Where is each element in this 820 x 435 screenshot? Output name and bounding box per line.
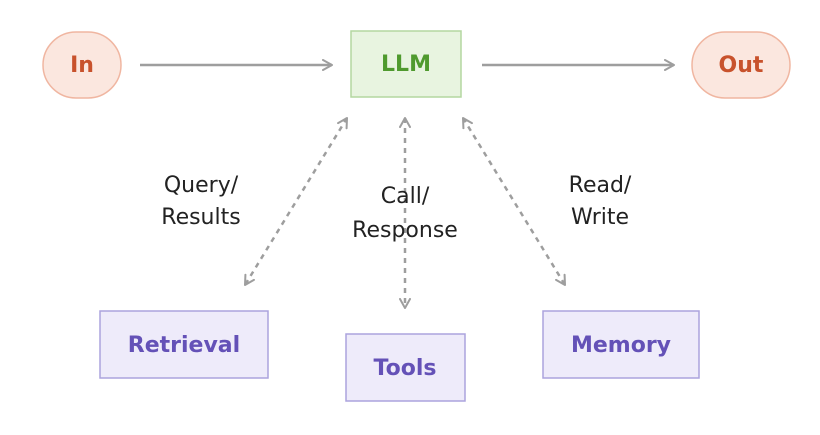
edge-label-tools: Call/ Response [352, 184, 458, 243]
node-memory-shape [542, 310, 700, 379]
node-llm-shape [350, 30, 462, 98]
edge-label-memory: Read/ Write [569, 173, 632, 230]
node-output: Out [691, 31, 791, 99]
node-memory-label: Memory [571, 333, 671, 358]
edge-label-memory-line1: Read/ [569, 173, 632, 198]
node-retrieval-shape [99, 310, 269, 379]
node-output-label: Out [719, 53, 764, 78]
node-input-shape [42, 31, 122, 99]
edge-label-retrieval: Query/ Results [161, 173, 240, 230]
node-tools-shape [345, 333, 466, 402]
arrow-llm-retrieval [243, 117, 349, 286]
node-input: In [42, 31, 122, 99]
edge-label-tools-line1: Call/ [381, 184, 430, 209]
edge-label-retrieval-line1: Query/ [164, 173, 239, 198]
node-retrieval: Retrieval [99, 310, 269, 379]
node-retrieval-label: Retrieval [128, 333, 240, 358]
arrow-llm-memory [461, 117, 567, 286]
node-llm-label: LLM [381, 52, 431, 77]
node-output-shape [691, 31, 791, 99]
node-input-label: In [70, 53, 94, 78]
edge-label-tools-line2: Response [352, 218, 458, 243]
node-tools-label: Tools [374, 356, 437, 381]
edge-label-retrieval-line2: Results [161, 205, 240, 230]
edge-label-memory-line2: Write [571, 205, 629, 230]
node-tools: Tools [345, 333, 466, 402]
node-llm: LLM [350, 30, 462, 98]
node-memory: Memory [542, 310, 700, 379]
